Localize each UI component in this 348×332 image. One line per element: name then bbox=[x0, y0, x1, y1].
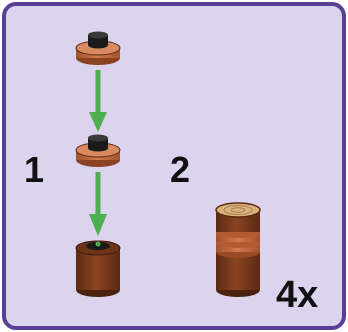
step-number: 1 bbox=[24, 149, 45, 190]
quantity-label: 4x bbox=[276, 274, 319, 316]
step-number: 2 bbox=[170, 149, 191, 190]
round-brick-icon bbox=[75, 240, 121, 297]
assembled-stack-icon bbox=[215, 202, 261, 297]
arrow-down-icon bbox=[89, 70, 107, 132]
arrow-down-icon bbox=[89, 172, 107, 236]
round-plate-icon bbox=[75, 134, 121, 167]
instruction-panel bbox=[2, 2, 346, 330]
round-plate-icon bbox=[75, 31, 121, 65]
